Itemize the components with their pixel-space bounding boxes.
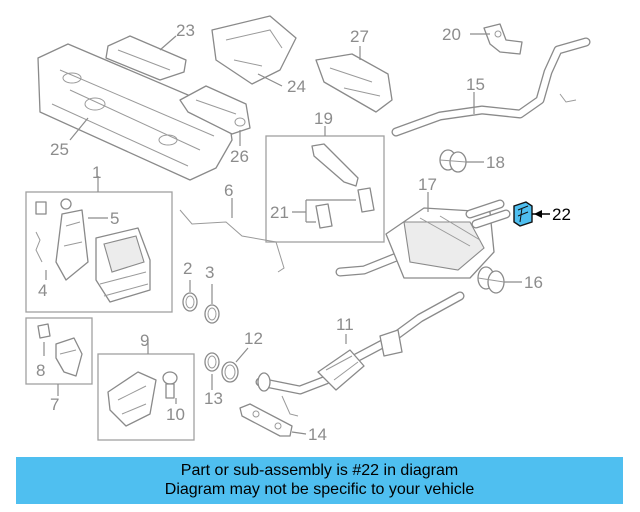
part-20-hanger: 20 <box>442 23 523 55</box>
label-16: 16 <box>524 273 543 292</box>
exhaust-parts-diagram: 25 23 24 26 27 20 <box>25 15 591 444</box>
part-12-gasket: 12 <box>221 329 263 383</box>
label-27: 27 <box>350 27 369 46</box>
part-26-bracket: 26 <box>179 85 251 166</box>
part-14-bracket: 14 <box>239 395 327 444</box>
label-10: 10 <box>166 405 185 424</box>
label-15: 15 <box>466 75 485 94</box>
label-26: 26 <box>230 147 249 166</box>
part-15-pipe: 15 <box>391 37 591 137</box>
label-1: 1 <box>92 163 101 182</box>
label-20: 20 <box>442 25 461 44</box>
label-8: 8 <box>36 361 45 380</box>
label-2: 2 <box>183 259 192 278</box>
label-6: 6 <box>224 181 233 200</box>
label-7: 7 <box>50 395 59 414</box>
part-13-gasket: 13 <box>204 352 223 408</box>
part-22-hanger: 22 <box>513 201 571 227</box>
part-24-heat-shield: 24 <box>211 15 306 96</box>
label-21: 21 <box>270 203 289 222</box>
banner-line-2: Diagram may not be specific to your vehi… <box>164 481 475 498</box>
label-13: 13 <box>204 389 223 408</box>
label-11: 11 <box>336 315 354 334</box>
part-17-muffler: 17 <box>335 175 511 279</box>
part-3-gasket: 3 <box>204 263 220 324</box>
label-9: 9 <box>140 331 149 350</box>
label-17: 17 <box>418 175 437 194</box>
info-banner: Part or sub-assembly is #22 in diagram D… <box>16 457 623 504</box>
group-19-box: 19 21 <box>265 109 385 243</box>
group-9-box: 9 10 <box>97 331 195 441</box>
label-19: 19 <box>314 109 333 128</box>
part-27-heat-shield: 27 <box>315 27 393 113</box>
part-16-clamp: 16 <box>477 266 543 294</box>
part-18-clamp: 18 <box>439 149 505 173</box>
label-12: 12 <box>244 329 263 348</box>
label-3: 3 <box>205 263 214 282</box>
label-24: 24 <box>287 77 306 96</box>
label-23: 23 <box>176 21 195 40</box>
part-25-crossmember: 25 <box>37 43 233 181</box>
part-11-front-pipe: 11 <box>255 291 465 395</box>
label-22: 22 <box>552 205 571 224</box>
label-18: 18 <box>486 153 505 172</box>
group-7-box: 8 7 <box>25 317 93 414</box>
banner-line-1: Part or sub-assembly is #22 in diagram <box>180 462 459 479</box>
group-1-box: 1 5 4 <box>25 163 173 313</box>
part-2-gasket: 2 <box>182 259 198 312</box>
label-25: 25 <box>50 140 69 159</box>
label-5: 5 <box>110 209 119 228</box>
label-14: 14 <box>308 425 327 444</box>
part-6-pipe: 6 <box>179 181 285 273</box>
label-4: 4 <box>38 281 47 300</box>
part-23-heat-shield: 23 <box>105 21 195 81</box>
